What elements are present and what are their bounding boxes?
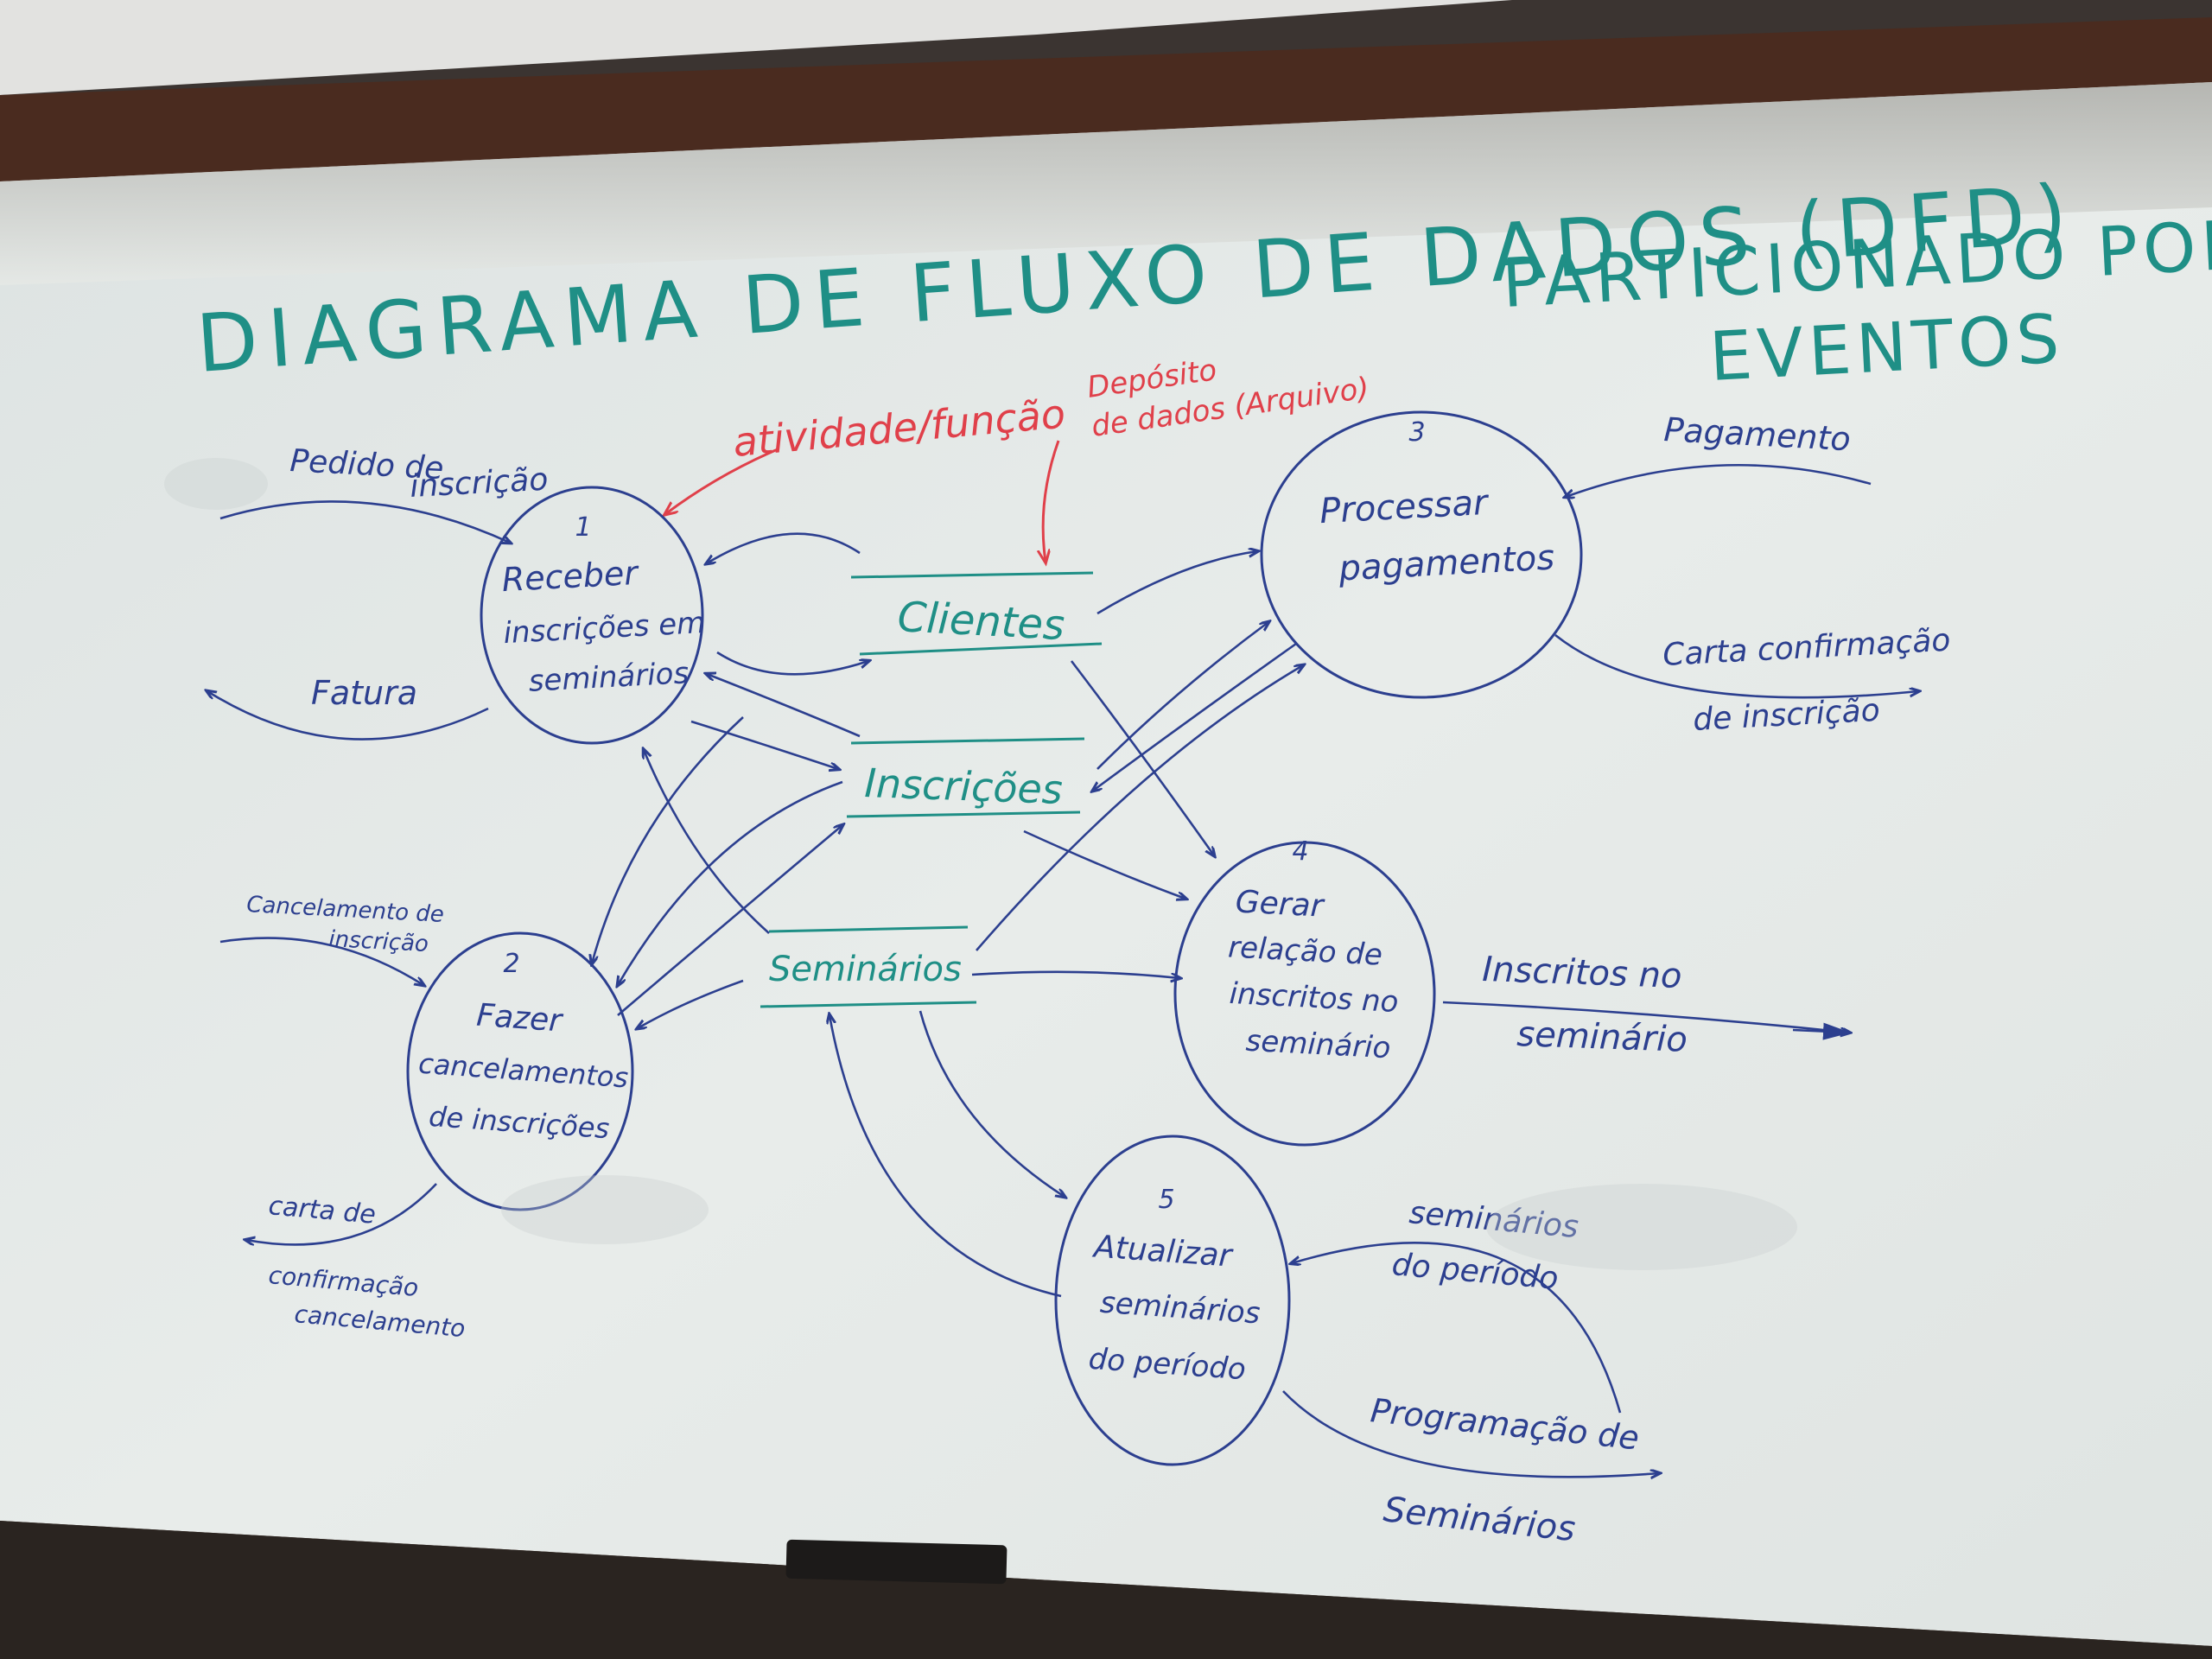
process-3-label-line1: Processar (1319, 483, 1491, 531)
flow-programacao (1282, 1390, 1659, 1477)
flow-inscritos (1442, 1001, 1849, 1033)
flow-p3-to-inscricoes (1093, 642, 1297, 791)
flow-p2-to-inscricoes (617, 825, 842, 1016)
flow-seminarios-to-p1 (644, 750, 770, 934)
eraser (785, 1539, 1007, 1585)
process-2-label-line1: Fazer (475, 998, 564, 1039)
flow-pedido-inscricao (219, 500, 510, 543)
store-seminarios-label: Seminários (769, 950, 962, 989)
label-inscritos-line2: seminário (1516, 1014, 1688, 1060)
process-2-number: 2 (503, 949, 519, 979)
process-4-label-line1: Gerar (1235, 884, 1326, 924)
process-3-number: 3 (1408, 417, 1425, 448)
process-5-circle (1054, 1135, 1291, 1466)
flow-clientes-to-p4 (1070, 660, 1214, 855)
label-cancelamento-line2: inscrição (328, 926, 429, 957)
label-inscritos-line1: Inscritos no (1482, 950, 1683, 996)
label-pedido-line2: inscrição (409, 462, 549, 505)
store-clientes-bottom (859, 642, 1103, 656)
flow-seminarios-to-p4 (971, 970, 1179, 978)
flow-fatura (207, 691, 489, 741)
flow-p5-to-seminarios (830, 1015, 1062, 1298)
flow-carta-cancelamento (246, 1183, 437, 1244)
store-clientes-top (850, 571, 1094, 579)
store-seminarios-bottom (760, 1001, 977, 1008)
flow-inscricoes-to-p4 (1023, 830, 1185, 899)
process-4-circle (1173, 841, 1436, 1147)
flow-pagamento (1566, 463, 1872, 497)
flow-cancelamento (219, 937, 423, 985)
store-seminarios-top (768, 925, 969, 933)
flow-seminarios-periodo (1292, 1242, 1622, 1414)
process-annotation-arrow (665, 448, 779, 514)
process-1-label-line3: seminários (528, 656, 690, 699)
process-4-label-line2: relação de (1227, 930, 1383, 972)
flow-clientes-to-p3 (1096, 551, 1257, 615)
process-1-circle (480, 486, 704, 745)
flow-clientes-to-p2 (592, 716, 744, 963)
process-4-number: 4 (1292, 836, 1308, 867)
flow-seminarios-to-p3 (976, 665, 1303, 951)
store-annotation-arrow (1043, 440, 1060, 562)
process-4-label-line4: seminário (1245, 1024, 1392, 1066)
store-inscricoes-label: Inscrições (864, 760, 1064, 813)
flow-p1-to-inscricoes (690, 720, 838, 769)
flow-seminarios-to-p2 (638, 979, 744, 1028)
flow-inscricoes-to-p2 (618, 780, 843, 985)
flow-seminarios-to-p5 (918, 1010, 1065, 1197)
flow-clientes-to-p1 (707, 532, 861, 563)
process-1-number: 1 (575, 512, 591, 543)
diagram-subtitle-line2: EVENTOS (1707, 301, 2066, 397)
board-surface (0, 82, 2212, 1646)
process-1-label-line1: Receber (501, 554, 641, 599)
flow-carta-confirmacao (1554, 633, 1918, 699)
flow-inscricoes-to-p3 (1096, 622, 1268, 770)
process-5-number: 5 (1158, 1185, 1174, 1215)
flow-inscritos-arrowhead (1792, 1022, 1851, 1040)
flow-inscricoes-to-p1 (707, 674, 861, 738)
store-inscricoes-bottom (846, 810, 1081, 818)
store-clientes-label: Clientes (896, 593, 1065, 650)
label-pedido-line1: Pedido de (289, 443, 445, 486)
flow-p1-to-clientes (716, 651, 868, 676)
label-fatura: Fatura (311, 674, 417, 712)
wall-top (0, 0, 1512, 95)
store-inscricoes-top (850, 737, 1085, 745)
board-tray (0, 1521, 2212, 1659)
process-2-circle (406, 931, 634, 1211)
